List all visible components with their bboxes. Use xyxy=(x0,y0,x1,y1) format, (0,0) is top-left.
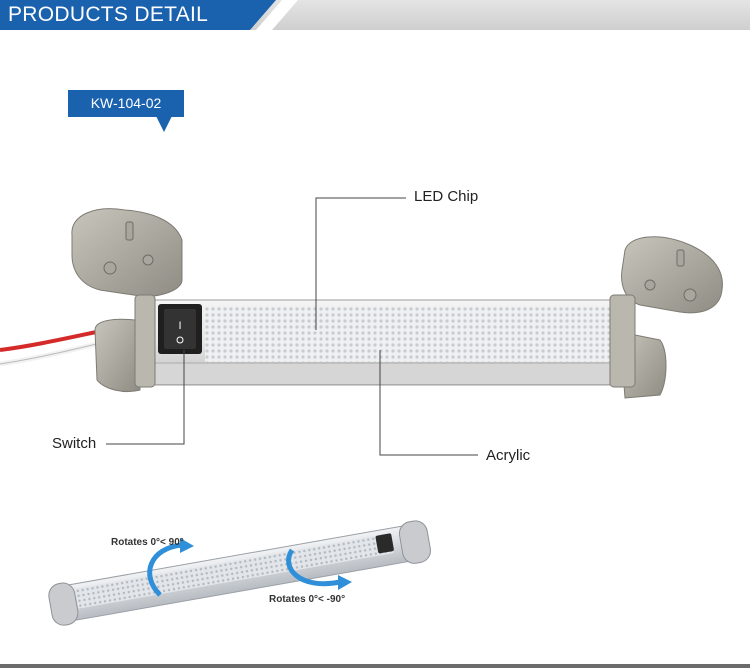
rotation-label-positive: Rotates 0°< 90° xyxy=(111,537,184,548)
rotation-label-negative: Rotates 0°< -90° xyxy=(269,594,346,605)
header-tab-shape xyxy=(0,0,298,30)
page-title: PRODUCTS DETAIL xyxy=(8,3,209,26)
model-label: KW-104-02 xyxy=(90,95,162,111)
badge-pointer xyxy=(156,116,172,132)
model-badge: KW-104-02 xyxy=(68,90,184,117)
callout-acrylic: Acrylic xyxy=(486,447,531,464)
svg-text:I: I xyxy=(178,320,181,332)
header-tab: PRODUCTS DETAIL xyxy=(0,0,300,30)
bottom-divider xyxy=(0,664,750,668)
callout-switch: Switch xyxy=(52,435,97,452)
callout-led-chip: LED Chip xyxy=(414,188,479,205)
